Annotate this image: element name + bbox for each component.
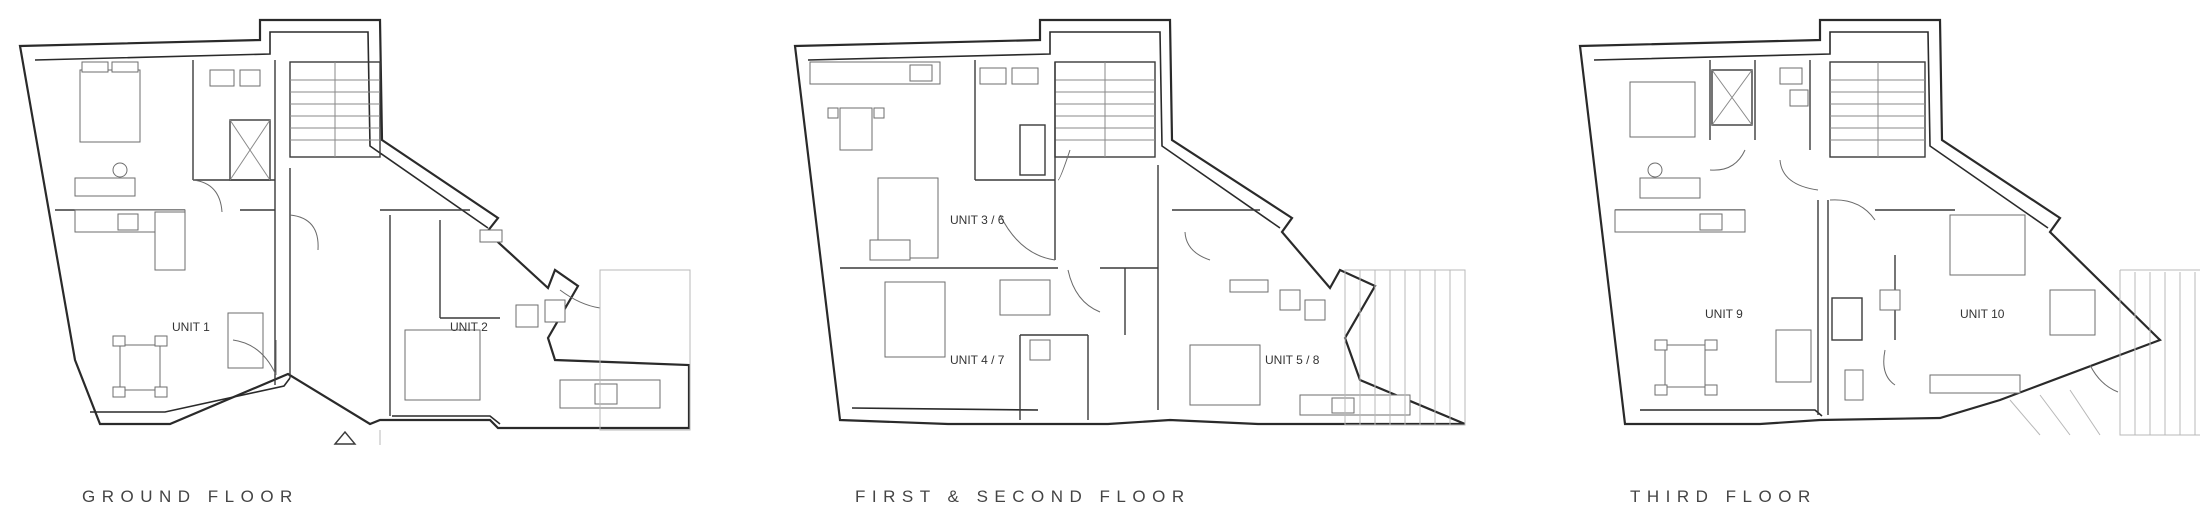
unit-label: UNIT 9: [1705, 307, 1743, 321]
unit-label: UNIT 10: [1960, 307, 2005, 321]
unit-label: UNIT 4 / 7: [950, 353, 1005, 367]
third-floor-plan: UNIT 9 UNIT 10 THIRD FLOOR: [1578, 18, 2200, 506]
third-unit9-bed: [1629, 81, 1696, 138]
ground-entrance-marker: [333, 430, 357, 445]
third-outer-wall: [1578, 18, 2163, 426]
ground-dining-table: [119, 344, 161, 391]
floor-title: FIRST & SECOND FLOOR: [855, 487, 1191, 506]
ground-unit2-bed: [404, 329, 481, 401]
unit-label: UNIT 5 / 8: [1265, 353, 1320, 367]
first-unit4-bed: [884, 281, 946, 358]
ground-bed: [79, 69, 141, 143]
third-unit10-bed: [1949, 214, 2026, 276]
unit-label: UNIT 1: [172, 320, 210, 334]
ground-floor-plan: UNIT 1 UNIT 2 GROUND FLOOR: [18, 18, 691, 506]
third-unit10-dining-table: [2049, 289, 2096, 336]
first-unit5-bed: [1189, 344, 1261, 406]
first-kitchen-counter: [809, 61, 941, 85]
first-second-floor-plan: UNIT 3 / 6 UNIT 4 / 7 UNIT 5 / 8 FIRST &…: [793, 18, 1466, 506]
unit-label: UNIT 3 / 6: [950, 213, 1005, 227]
floor-title: THIRD FLOOR: [1630, 487, 1817, 506]
floor-title: GROUND FLOOR: [82, 487, 299, 506]
unit-label: UNIT 2: [450, 320, 488, 334]
